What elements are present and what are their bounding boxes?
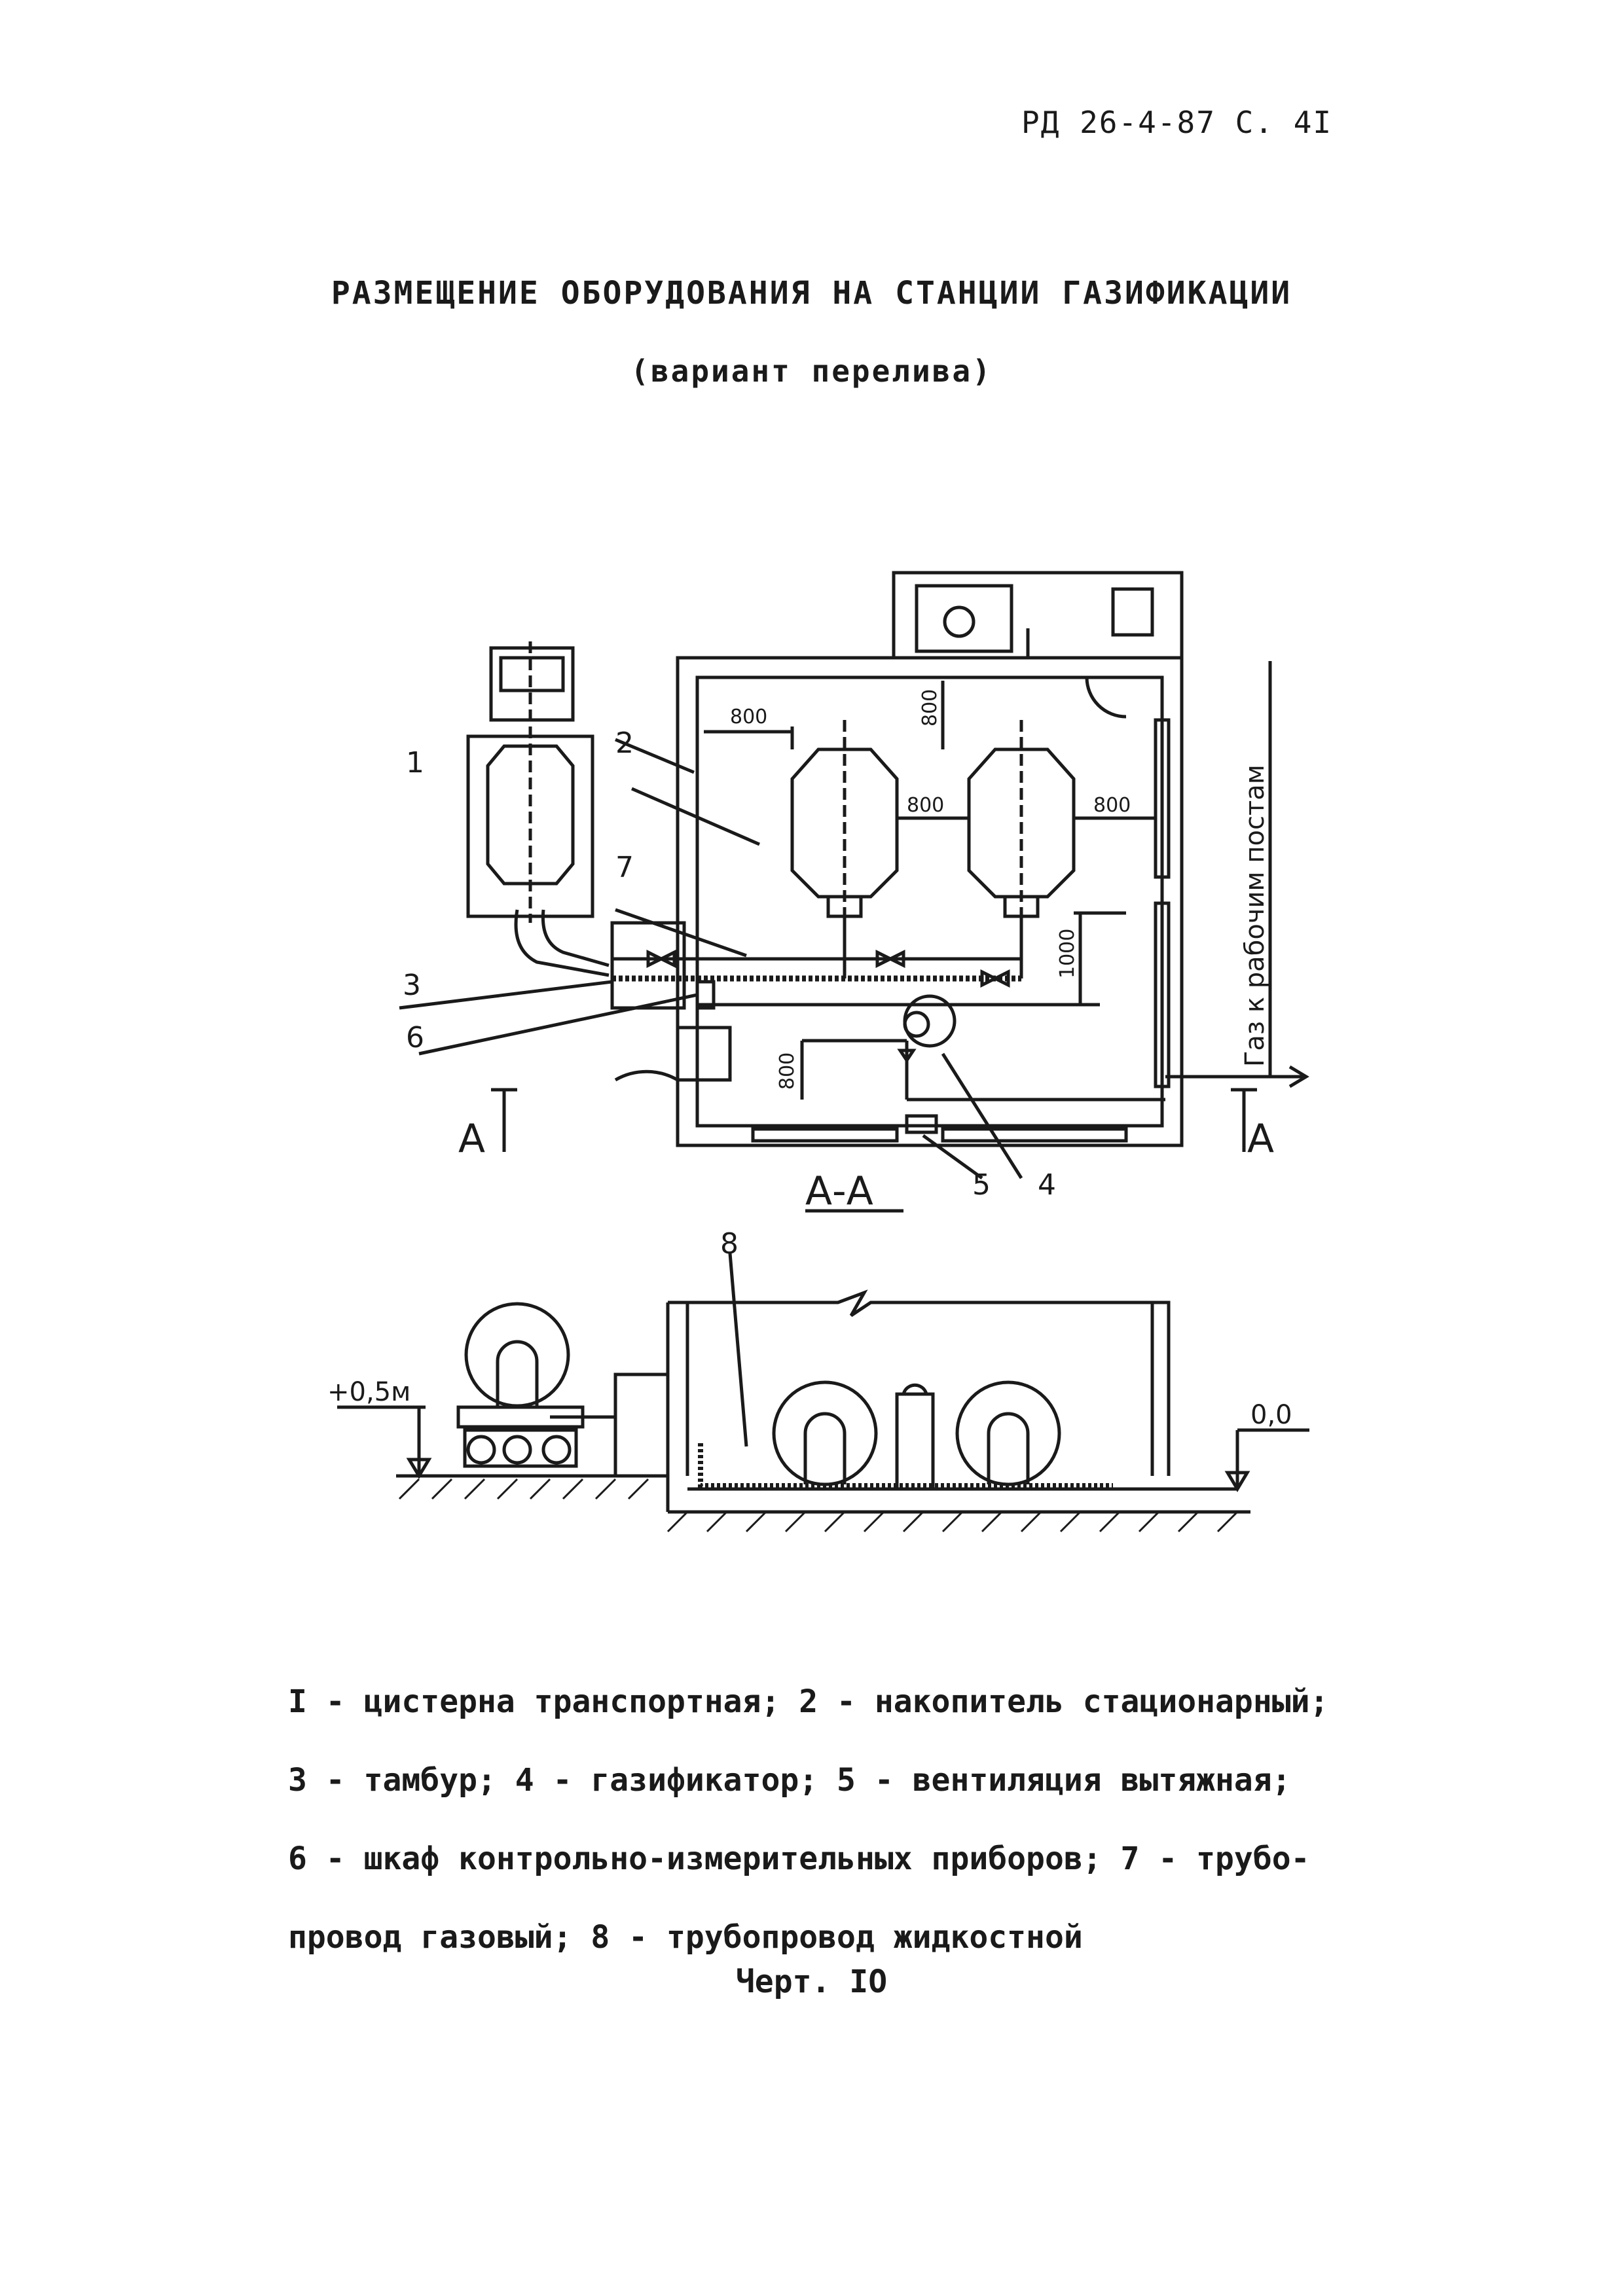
dim-800-between: 800 <box>907 794 944 817</box>
callout-8: 8 <box>720 1227 739 1261</box>
section-transport-tank <box>464 1302 570 1408</box>
page-subtitle: (вариант перелива) <box>630 353 993 389</box>
window-right-lower <box>1154 901 1171 1088</box>
dim-800-bottom: 800 <box>776 1052 799 1090</box>
dim-800-top: 800 <box>919 689 941 726</box>
annex-equipment <box>915 584 1013 653</box>
section-title: А-А <box>805 1168 873 1214</box>
window-bottom-right <box>941 1127 1128 1143</box>
section-mark-right: А <box>1247 1116 1274 1162</box>
building-inner-wall <box>695 675 1164 1128</box>
legend: I - цистерна транспортная; 2 - накопител… <box>288 1662 1414 1977</box>
window-bottom-left <box>751 1127 899 1143</box>
section-vaporizer <box>895 1392 935 1491</box>
callout-3: 3 <box>403 969 421 1002</box>
document-id: РД 26-4-87 С. 4I <box>1021 105 1333 140</box>
callout-1: 1 <box>406 746 424 780</box>
annex-room <box>892 571 1184 660</box>
section-storage-vessel-right <box>955 1380 1061 1486</box>
legend-line: провод газовый; 8 - трубопровод жидкостн… <box>288 1919 1083 1956</box>
gas-outlet-label: Газ к рабочим постам <box>1240 764 1270 1067</box>
callout-7: 7 <box>615 851 634 884</box>
section-building-outline <box>668 1289 1171 1476</box>
section-liquid-pipeline <box>698 1443 1113 1488</box>
level-mark-right: 0,0 <box>1250 1400 1292 1430</box>
callout-2: 2 <box>615 726 634 760</box>
legend-line: 3 - тамбур; 4 - газификатор; 5 - вентиля… <box>288 1762 1291 1799</box>
window-right-upper <box>1154 718 1171 879</box>
dim-800-right: 800 <box>1093 794 1131 817</box>
dim-1000: 1000 <box>1056 929 1079 978</box>
callout-6: 6 <box>406 1021 424 1054</box>
legend-line: 6 - шкаф контрольно-измерительных прибор… <box>288 1840 1310 1877</box>
section-storage-vessel-left <box>772 1380 878 1486</box>
callout-5: 5 <box>972 1168 991 1202</box>
dim-800-top-left: 800 <box>730 706 767 728</box>
legend-line: I - цистерна транспортная; 2 - накопител… <box>288 1683 1329 1720</box>
exhaust-ventilation <box>905 1114 938 1134</box>
callout-4: 4 <box>1038 1168 1056 1202</box>
page-title: РАЗМЕЩЕНИЕ ОБОРУДОВАНИЯ НА СТАНЦИИ ГАЗИФ… <box>331 275 1292 312</box>
storage-vessel-right <box>967 747 1076 899</box>
level-mark-left: +0,5м <box>327 1377 410 1407</box>
drawing-caption: Черт. IO <box>735 1964 888 2000</box>
section-mark-left: А <box>458 1116 485 1162</box>
storage-vessel-left <box>790 747 899 899</box>
transport-tank <box>486 744 575 886</box>
